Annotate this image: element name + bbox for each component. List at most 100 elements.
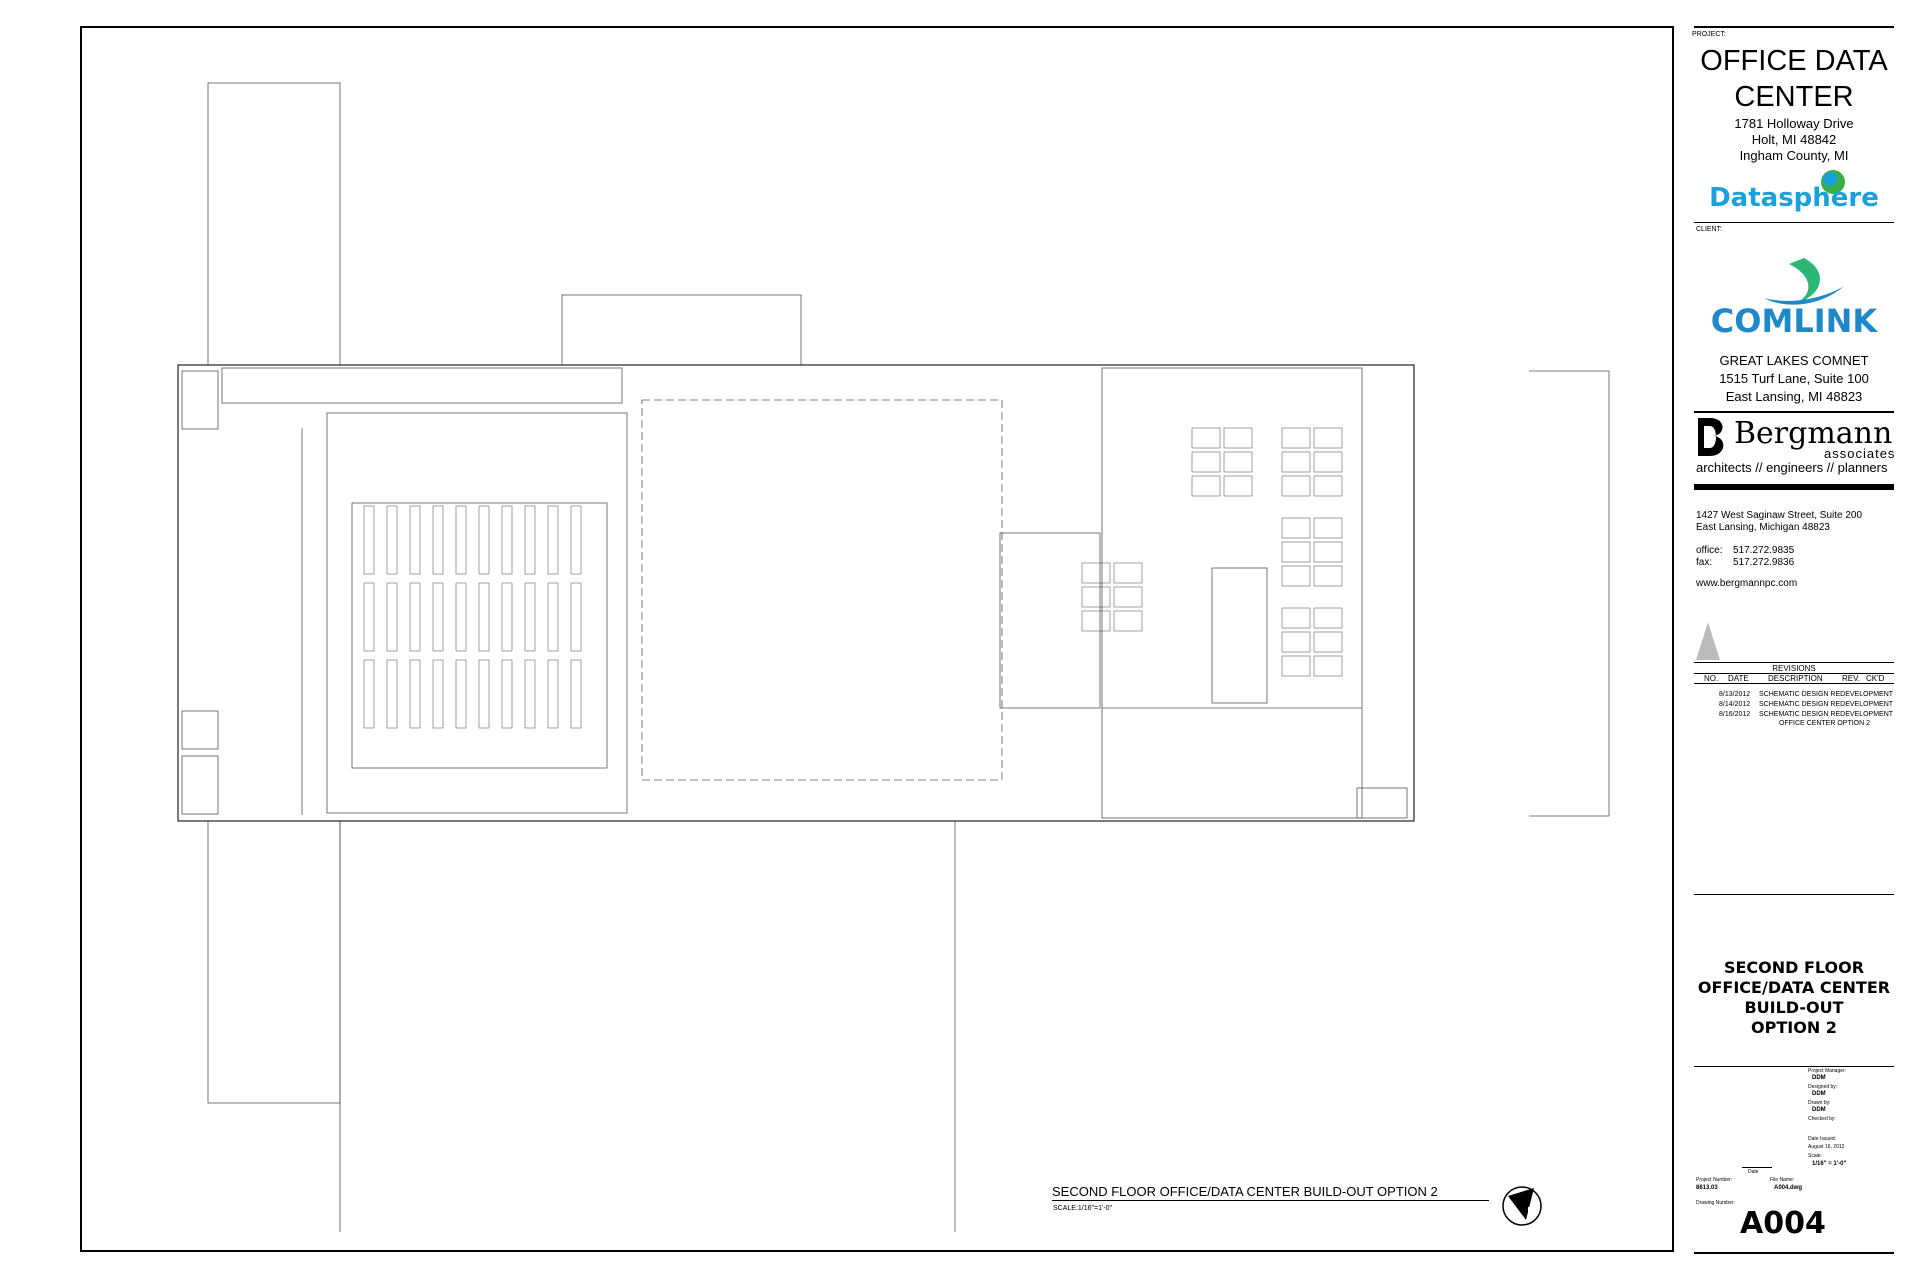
rev-header-description: DESCRIPTION (1768, 674, 1823, 683)
firm-address1: 1427 West Saginaw Street, Suite 200 (1696, 510, 1863, 521)
rack-row (478, 582, 490, 652)
stair-right (1356, 787, 1408, 819)
designed-by-label: Designed by: (1808, 1084, 1838, 1090)
bergmann-logo-mark (1698, 418, 1724, 456)
projection-area (999, 532, 1101, 709)
date-field-line (1742, 1167, 1772, 1168)
firm-subname: associates (1824, 446, 1896, 461)
datasphere-logo-text: Datasphere (1709, 183, 1879, 213)
cubicle (1281, 517, 1311, 539)
rev-header-no: NO. (1704, 674, 1719, 683)
rack-row (409, 505, 421, 575)
cubicle (1281, 655, 1311, 677)
drawing-number-label: Drawing Number: (1696, 1200, 1735, 1206)
firm-tagline: architects // engineers // planners (1696, 460, 1888, 475)
date-label: Date (1748, 1169, 1759, 1175)
cubicle (1081, 610, 1111, 632)
file-name-label: File Name: (1770, 1177, 1795, 1183)
cubicle (1313, 565, 1343, 587)
main-building (177, 364, 1415, 822)
stair-left-top (181, 370, 219, 430)
revision-triangle-icon (1696, 622, 1720, 660)
conference-room (1211, 567, 1268, 704)
office-phone: 517.272.9835 (1733, 545, 1795, 556)
north-arrow: N (1502, 1186, 1542, 1226)
project-number-label: Project Number: (1696, 1177, 1733, 1183)
revision-3-description: SCHEMATIC DESIGN REDEVELOPMENT (1759, 711, 1894, 718)
rack-row (432, 659, 444, 729)
checked-by-label: Checked by: (1808, 1116, 1836, 1122)
rack-row (501, 582, 513, 652)
top-notch (561, 294, 802, 366)
central-open-area (641, 399, 1003, 781)
sheet-title-line3: BUILD-OUT (1744, 998, 1844, 1017)
drawing-number: A004 (1740, 1206, 1826, 1241)
firm-rule (1694, 484, 1894, 490)
cubicle (1281, 427, 1311, 449)
right-annex (1529, 370, 1610, 817)
cubicle (1281, 631, 1311, 653)
rack-row (524, 505, 536, 575)
cubicle (1281, 607, 1311, 629)
drawn-by: DDM (1812, 1107, 1826, 1113)
rack-row (455, 505, 467, 575)
rack-row (386, 659, 398, 729)
cubicle (1081, 562, 1111, 584)
project-manager-label: Project Manager: (1808, 1068, 1847, 1074)
project-title-line1: OFFICE DATA (1700, 45, 1888, 77)
project-address2: Holt, MI 48842 (1751, 132, 1837, 147)
cubicle (1223, 451, 1253, 473)
revision-3-description2: OFFICE CENTER OPTION 2 (1779, 720, 1871, 727)
client-address2: East Lansing, MI 48823 (1725, 389, 1863, 404)
project-address3: Ingham County, MI (1739, 148, 1849, 163)
date-issued-label: Date Issued: (1808, 1136, 1837, 1142)
revision-2-date: 8/14/2012 (1719, 701, 1751, 708)
rack-row (501, 505, 513, 575)
drawn-by-label: Drawn by: (1808, 1100, 1831, 1106)
sheet-title-line2: OFFICE/DATA CENTER (1697, 978, 1891, 997)
cubicle (1223, 475, 1253, 497)
sheet-title-line1: SECOND FLOOR (1723, 958, 1865, 977)
designed-by: DDM (1812, 1091, 1826, 1097)
client-address1: 1515 Turf Lane, Suite 100 (1719, 371, 1869, 386)
scale-label: Scale: (1808, 1153, 1822, 1159)
cubicle (1313, 475, 1343, 497)
cubicle (1313, 631, 1343, 653)
cubicle (1081, 586, 1111, 608)
server-rack-rows (363, 505, 582, 729)
top-rooms-strip (221, 367, 623, 404)
rack-row (455, 659, 467, 729)
rack-row (570, 505, 582, 575)
cubicle (1191, 427, 1221, 449)
floor-plan: N (177, 82, 1610, 1232)
office-label: office: (1696, 545, 1723, 556)
rack-row (478, 505, 490, 575)
project-address1: 1781 Holloway Drive (1734, 116, 1854, 131)
fax-label: fax: (1696, 557, 1713, 568)
rack-row (547, 582, 559, 652)
cubicle-clusters (1081, 427, 1343, 677)
cubicle (1313, 427, 1343, 449)
client-label: CLIENT: (1696, 226, 1723, 233)
cubicle (1113, 610, 1143, 632)
cubicle (1313, 607, 1343, 629)
project-title-line2: CENTER (1734, 81, 1854, 113)
cubicle (1281, 565, 1311, 587)
project-label: PROJECT: (1692, 31, 1726, 38)
revision-1-description: SCHEMATIC DESIGN REDEVELOPMENT (1759, 691, 1894, 698)
rack-row (409, 659, 421, 729)
firm-address2: East Lansing, Michigan 48823 (1696, 522, 1830, 533)
rev-header-rev: REV. (1842, 674, 1860, 683)
project-manager: DDM (1812, 1075, 1826, 1081)
rack-row (570, 582, 582, 652)
plan-caption-underline (1052, 1200, 1489, 1201)
rack-row (409, 582, 421, 652)
rack-row (478, 659, 490, 729)
north-letter: N (1527, 1206, 1534, 1217)
comlink-logo: COMLINK (1711, 258, 1879, 336)
cubicle (1313, 451, 1343, 473)
rack-row (432, 505, 444, 575)
revision-2-description: SCHEMATIC DESIGN REDEVELOPMENT (1759, 701, 1894, 708)
comlink-logo-text: COMLINK (1711, 302, 1879, 336)
left-lower-block (207, 820, 341, 1104)
